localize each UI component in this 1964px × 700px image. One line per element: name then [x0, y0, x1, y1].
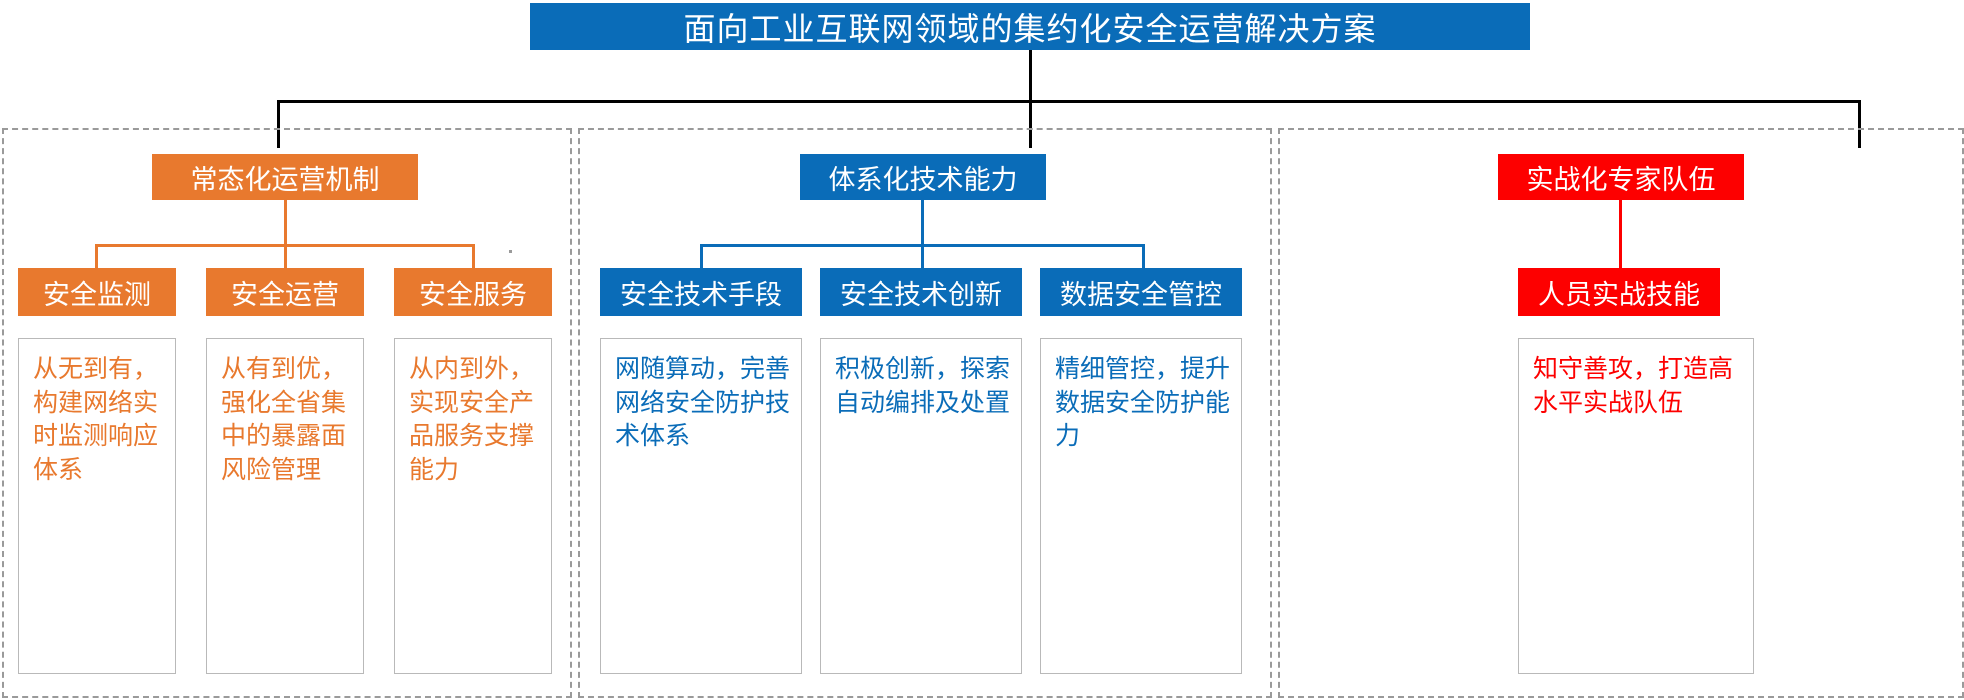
leaf-header-security-operations[interactable]: 安全运营	[206, 268, 364, 316]
connector-trunk-horizontal	[277, 100, 1861, 103]
group-header-technology[interactable]: 体系化技术能力	[800, 154, 1046, 200]
connector-technology-drop-1	[700, 244, 703, 280]
connector-operations-drop-3	[472, 244, 475, 280]
leaf-body-security-operations: 从有到优，强化全省集中的暴露面风险管理	[206, 338, 364, 674]
connector-drop-middle	[1029, 100, 1032, 148]
connector-technology-drop-3	[1142, 244, 1145, 280]
connector-operations-drop-1	[95, 244, 98, 280]
leaf-header-security-monitoring[interactable]: 安全监测	[18, 268, 176, 316]
connector-technology-stem	[921, 200, 924, 246]
stray-dot-artifact	[509, 250, 512, 253]
connector-trunk-vertical	[1029, 50, 1032, 102]
leaf-body-personnel-combat-skills: 知守善攻，打造高水平实战队伍	[1518, 338, 1754, 674]
group-container-experts	[1278, 128, 1964, 698]
diagram-title: 面向工业互联网领域的集约化安全运营解决方案	[530, 3, 1530, 50]
group-container-operations	[2, 128, 572, 698]
group-header-operations[interactable]: 常态化运营机制	[152, 154, 418, 200]
leaf-header-security-tech-means[interactable]: 安全技术手段	[600, 268, 802, 316]
leaf-header-data-security-control[interactable]: 数据安全管控	[1040, 268, 1242, 316]
leaf-header-security-tech-innovation[interactable]: 安全技术创新	[820, 268, 1022, 316]
group-header-experts[interactable]: 实战化专家队伍	[1498, 154, 1744, 200]
connector-operations-drop-2	[284, 244, 287, 280]
leaf-body-security-services: 从内到外，实现安全产品服务支撑能力	[394, 338, 552, 674]
group-container-technology	[578, 128, 1272, 698]
leaf-body-data-security-control: 精细管控，提升数据安全防护能力	[1040, 338, 1242, 674]
connector-drop-left	[277, 100, 280, 148]
leaf-body-security-tech-means: 网随算动，完善网络安全防护技术体系	[600, 338, 802, 674]
connector-experts-stem	[1619, 200, 1622, 280]
connector-operations-stem	[284, 200, 287, 246]
connector-technology-drop-2	[921, 244, 924, 280]
leaf-body-security-tech-innovation: 积极创新，探索自动编排及处置	[820, 338, 1022, 674]
connector-drop-right	[1858, 100, 1861, 148]
leaf-header-personnel-combat-skills[interactable]: 人员实战技能	[1518, 268, 1720, 316]
leaf-body-security-monitoring: 从无到有，构建网络实时监测响应体系	[18, 338, 176, 674]
leaf-header-security-services[interactable]: 安全服务	[394, 268, 552, 316]
